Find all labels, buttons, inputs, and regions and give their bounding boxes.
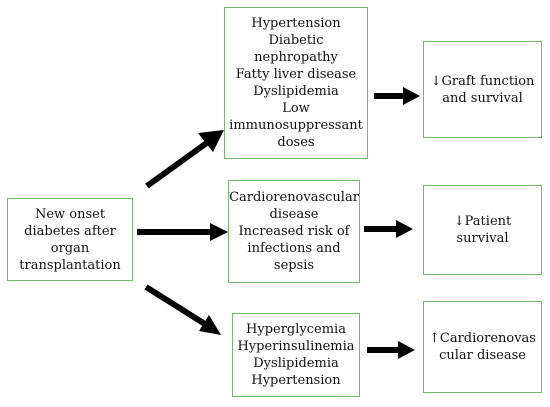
middle-line: immunosuppressant bbox=[229, 118, 363, 133]
source-box: New onset diabetes after organ transplan… bbox=[7, 198, 133, 281]
middle-line: infections and bbox=[247, 241, 341, 256]
middle-line: Dyslipidemia bbox=[253, 356, 339, 371]
arrow-source-to-cardiorenovascular bbox=[137, 223, 228, 241]
middle-line: doses bbox=[277, 135, 315, 150]
middle-line: Diabetic bbox=[268, 33, 324, 48]
source-line: New onset bbox=[34, 206, 106, 222]
outcome-line: cular disease bbox=[439, 348, 526, 363]
arrow-to-graft-outcome bbox=[374, 87, 420, 105]
arrow-source-to-complications bbox=[145, 130, 224, 189]
outcome-line: and survival bbox=[442, 90, 523, 106]
outcome-line: ↓Patient bbox=[453, 214, 512, 229]
middle-line: Hyperglycemia bbox=[246, 322, 346, 337]
middle-line: Hypertension bbox=[251, 16, 341, 31]
source-line: diabetes after bbox=[24, 223, 116, 239]
source-line: transplantation bbox=[19, 257, 121, 273]
outcome-line: survival bbox=[456, 231, 509, 246]
arrow-source-to-metabolic bbox=[144, 284, 221, 335]
middle-box-metabolic: Hyperglycemia Hyperinsulinemia Dyslipide… bbox=[232, 313, 360, 397]
middle-line: nephropathy bbox=[254, 50, 338, 65]
arrow-to-cardio-outcome bbox=[367, 341, 415, 359]
outcome-box-graft: ↓Graft function and survival bbox=[423, 41, 542, 138]
middle-box-complications: Hypertension Diabetic nephropathy Fatty … bbox=[224, 7, 368, 159]
arrow-to-patient-outcome bbox=[364, 220, 413, 238]
outcome-box-patient: ↓Patient survival bbox=[423, 185, 542, 275]
middle-line: Increased risk of bbox=[238, 224, 350, 239]
source-line: organ bbox=[50, 240, 90, 256]
outcome-line: ↓Graft function bbox=[430, 73, 535, 89]
middle-box-cardiorenovascular: Cardiorenovascular disease Increased ris… bbox=[228, 180, 360, 283]
outcome-box-cardio: ↑Cardiorenovas cular disease bbox=[423, 301, 542, 393]
middle-line: Fatty liver disease bbox=[235, 67, 357, 82]
middle-line: Low bbox=[282, 101, 310, 116]
middle-line: Cardiorenovascular bbox=[229, 190, 359, 205]
outcome-line: ↑Cardiorenovas bbox=[429, 331, 536, 346]
middle-line: Hypertension bbox=[251, 373, 341, 388]
middle-line: Dyslipidemia bbox=[253, 84, 339, 99]
middle-line: sepsis bbox=[273, 258, 315, 273]
middle-line: disease bbox=[269, 207, 319, 222]
middle-line: Hyperinsulinemia bbox=[237, 339, 355, 354]
